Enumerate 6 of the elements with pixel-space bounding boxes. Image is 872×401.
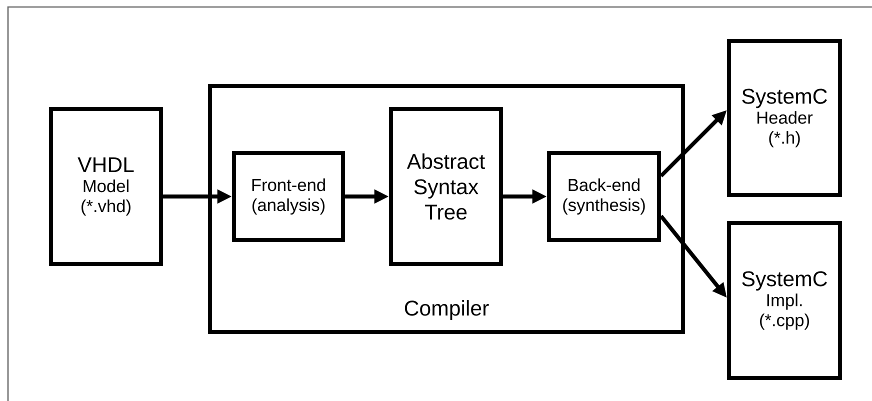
process-box: Abstract Syntax Tree [389,107,503,266]
process-box: Front-end (analysis) [232,151,345,242]
process-box: Back-end (synthesis) [547,151,661,242]
input-box: VHDL Model (*.vhd) [49,107,163,266]
output-box: SystemC Header (*.h) [727,39,842,197]
output-box: SystemC Impl. (*.cpp) [727,221,842,380]
